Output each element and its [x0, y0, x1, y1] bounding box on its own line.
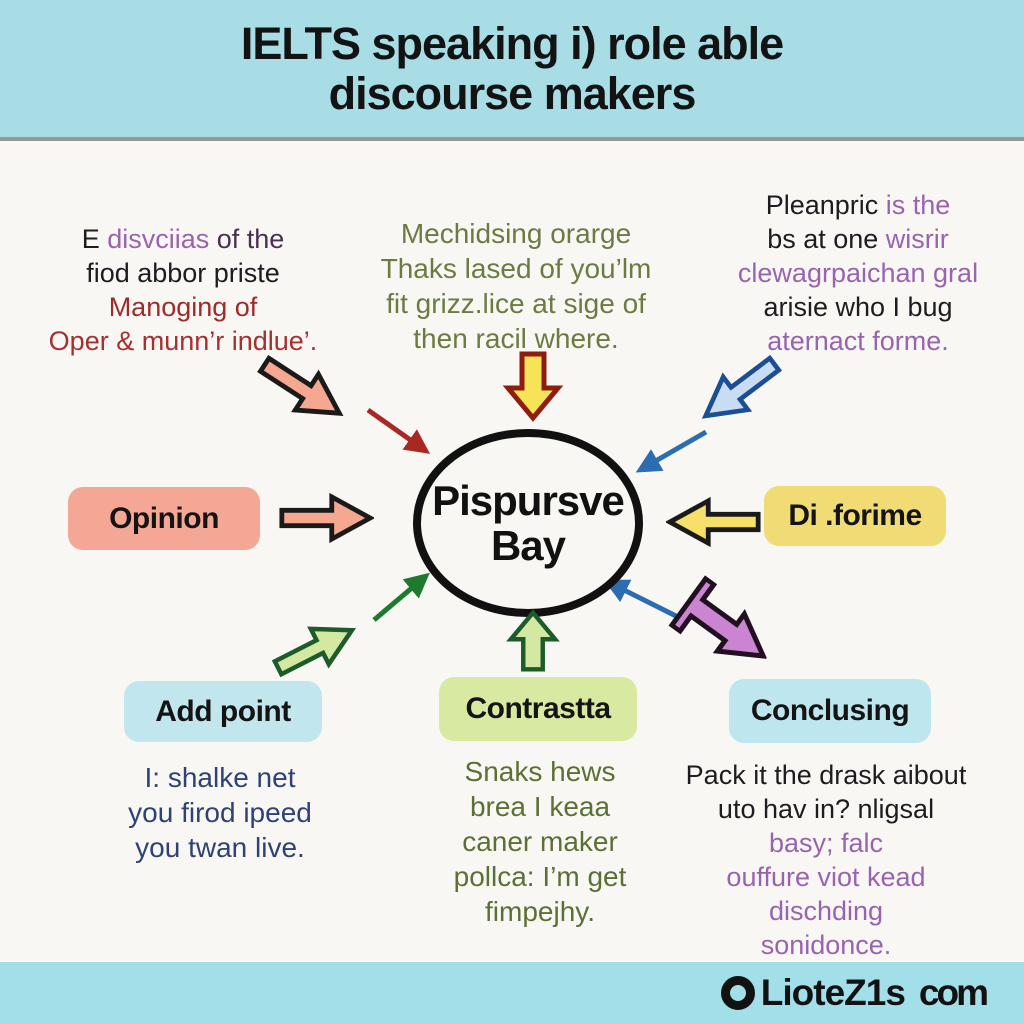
block-arrow-down-icon: [502, 351, 564, 422]
text-line: ouffure viot kead: [726, 862, 926, 892]
thin-green-arrow-icon: [372, 572, 430, 622]
central-topic-line1: Pispursve: [432, 477, 625, 524]
page-title-line2: discourse makers: [328, 67, 697, 119]
text-line: arisie who I bug: [763, 292, 953, 322]
block-arrow-down-right-purple-icon: [668, 575, 768, 659]
text-line: dischding: [768, 896, 884, 926]
text-block-top-right: Pleanpric is the bs at one wisrir clewag…: [698, 188, 1018, 358]
thin-red-arrow-icon: [366, 407, 431, 454]
category-label: Opinion: [109, 501, 219, 535]
category-box-forime: Di .forime: [764, 486, 946, 546]
category-label: Add point: [155, 694, 291, 728]
text-line: clewagrpaichan gral: [737, 258, 979, 288]
page-title-line1: IELTS speaking i) role able: [240, 17, 784, 69]
text-line: then racil where.: [413, 323, 619, 354]
text-line: Mechidsing orarge: [400, 218, 632, 249]
block-arrow-up-icon: [506, 609, 560, 672]
text-segment: is the: [885, 190, 951, 220]
category-box-contrast: Contrastta: [439, 677, 637, 741]
brand-circle-icon: [720, 976, 755, 1010]
text-block-bottom-right: Pack it the drask aibout uto hav in? nli…: [632, 758, 1020, 962]
category-label: Conclusing: [750, 694, 910, 727]
block-arrow-up-right-icon: [271, 626, 357, 678]
bottom-banner: LioteZ1s com: [0, 962, 1024, 1024]
text-segment: disvciias: [107, 224, 210, 254]
text-line: Oper & munn’r indlue’.: [48, 326, 318, 356]
thin-blue-arrow-bottom-icon: [603, 579, 678, 619]
thin-blue-arrow-icon: [635, 429, 708, 473]
text-line: basy; falc: [768, 828, 884, 858]
central-topic-line2: Bay: [490, 522, 566, 569]
brand-watermark: LioteZ1s com: [720, 972, 989, 1014]
text-block-bottom-left: I: shalke net you firod ipeed you twan l…: [70, 760, 370, 865]
text-line: Snaks hews: [464, 756, 616, 787]
text-line: brea I keaa: [469, 791, 611, 822]
text-line: I: shalke net: [144, 762, 296, 793]
text-segment: E: [81, 224, 108, 254]
category-label: Contrastta: [465, 692, 611, 725]
text-block-bottom-center: Snaks hews brea I keaa caner maker pollc…: [408, 754, 672, 929]
text-line: fiod abbor priste: [86, 258, 280, 288]
text-line: uto hav in? nligsal: [717, 794, 935, 824]
top-banner: IELTS speaking i) role able discourse ma…: [0, 0, 1024, 141]
text-line: caner maker: [462, 826, 618, 857]
central-topic-circle: Pispursve Bay: [413, 429, 643, 617]
text-segment: of the: [209, 224, 285, 254]
text-segment: Pleanpric: [765, 190, 886, 220]
text-line: Thaks lased of you’lm: [380, 253, 652, 284]
text-line: Pack it the drask aibout: [685, 760, 967, 790]
block-arrow-right-icon: [279, 492, 374, 544]
category-label: Di .forime: [788, 499, 922, 532]
text-block-top-center: Mechidsing orarge Thaks lased of you’lm …: [338, 216, 694, 356]
text-segment: bs at one: [767, 224, 886, 254]
text-segment: wisrir: [885, 224, 949, 254]
text-line: you twan live.: [135, 832, 305, 863]
text-block-top-left: E disvciias of the fiod abbor priste Man…: [18, 222, 348, 358]
brand-suffix-text: com: [918, 972, 989, 1013]
block-arrow-down-left-icon: [701, 354, 783, 419]
brand-text: LioteZ1s: [760, 972, 906, 1013]
text-line: aternact forme.: [767, 326, 949, 356]
text-line: sonidonce.: [760, 930, 892, 960]
text-line: fimpejhy.: [485, 896, 595, 927]
category-box-add-point: Add point: [124, 681, 322, 742]
text-line: fit grizz.lice at sige of: [386, 288, 646, 319]
block-arrow-down-right-icon: [257, 354, 344, 416]
category-box-concluding: Conclusing: [729, 679, 931, 743]
text-line: pollca: I’m get: [453, 861, 627, 892]
category-box-opinion: Opinion: [68, 487, 260, 550]
block-arrow-left-icon: [666, 496, 761, 548]
text-line: you firod ipeed: [128, 797, 312, 828]
text-line: Manoging of: [108, 292, 258, 322]
